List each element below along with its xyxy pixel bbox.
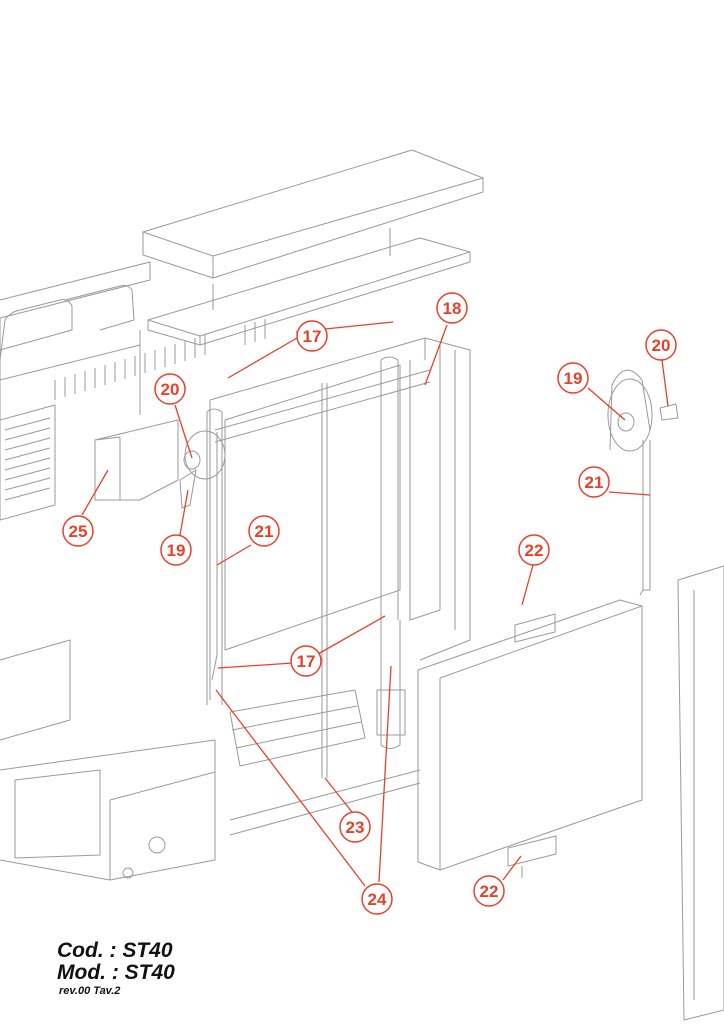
callout-c20a: 20 — [154, 373, 186, 405]
callout-circle — [518, 534, 550, 566]
pulley-right-hub — [617, 412, 635, 432]
leader-24-r — [378, 665, 392, 883]
callout-circle — [160, 534, 192, 566]
callout-c22b: 22 — [473, 875, 505, 907]
pulley-left-hub — [183, 450, 201, 470]
callout-circle — [248, 515, 280, 547]
callout-circle — [436, 292, 468, 324]
callout-circle — [339, 811, 371, 843]
cover-plate — [147, 237, 471, 346]
hinge-upper — [514, 613, 556, 643]
callout-circle — [473, 875, 505, 907]
leader-21a — [216, 544, 252, 566]
left-side-panel — [0, 404, 56, 521]
leader-22a — [521, 564, 534, 606]
callout-number: 21 — [255, 522, 274, 541]
leader-23 — [324, 777, 353, 813]
callout-circle — [361, 883, 393, 915]
callout-c17a: 17 — [296, 320, 328, 352]
inner-plate — [224, 364, 401, 651]
pin-right — [659, 403, 679, 421]
callout-circle — [62, 515, 94, 547]
callout-c21b: 21 — [578, 466, 610, 498]
shaft-right — [380, 356, 399, 620]
lower-grille — [229, 689, 366, 767]
callout-circle — [557, 362, 589, 394]
callout-labels: 17 18 20 25 19 21 20 19 21 22 17 23 24 22 — [62, 292, 677, 915]
leader-19a — [179, 489, 189, 536]
revision-label: rev.00 Tav.2 — [59, 985, 121, 997]
drawing-code-block: Cod. : ST40 Mod. : ST40 rev.00 Tav.2 — [57, 940, 175, 998]
shaft-left — [206, 408, 223, 705]
callout-number: 20 — [652, 336, 671, 355]
left-side-vents — [4, 417, 51, 501]
door-panel — [417, 599, 643, 871]
callout-circle — [645, 329, 677, 361]
strap-left — [179, 432, 218, 681]
callout-c25: 25 — [62, 515, 94, 547]
callout-number: 22 — [525, 541, 544, 560]
callout-number: 22 — [480, 882, 499, 901]
callout-c18: 18 — [436, 292, 468, 324]
callout-c19b: 19 — [557, 362, 589, 394]
callout-number: 23 — [346, 818, 365, 837]
mod-label: Mod. : ST40 — [57, 961, 175, 984]
pulley-right — [607, 378, 653, 452]
tank-inset — [0, 285, 135, 361]
vent-grille — [54, 319, 266, 400]
shaft-collar — [376, 689, 406, 736]
cod-label: Cod. : ST40 — [57, 939, 173, 962]
callout-number: 18 — [443, 299, 462, 318]
leader-17b-r — [317, 615, 386, 655]
base-rail — [229, 769, 421, 836]
leader-20a — [174, 404, 193, 459]
callout-number: 19 — [564, 369, 583, 388]
strap-right — [639, 440, 651, 596]
leader-19b — [587, 387, 626, 421]
bracket-25 — [94, 419, 179, 501]
hinge-lower — [507, 835, 557, 878]
callout-c22a: 22 — [518, 534, 550, 566]
top-cover — [142, 149, 484, 279]
callout-circle — [296, 320, 328, 352]
callout-number: 21 — [585, 473, 604, 492]
leader-22b — [502, 855, 522, 881]
chassis-knob — [148, 836, 166, 854]
rod-23 — [321, 383, 328, 778]
shaft-right-lower — [380, 620, 401, 749]
leader-17a — [227, 337, 298, 379]
rear-housing — [0, 261, 151, 480]
callout-circle — [154, 373, 186, 405]
leader-21b — [608, 491, 651, 496]
callout-circle — [578, 466, 610, 498]
leader-20b — [661, 359, 669, 407]
leader-17b-l — [217, 662, 294, 669]
callout-c19a: 19 — [160, 534, 192, 566]
machine-line-drawing — [0, 149, 724, 1021]
callout-c21a: 21 — [248, 515, 280, 547]
callout-number: 19 — [167, 541, 186, 560]
lower-chassis — [0, 639, 216, 881]
callout-c17b: 17 — [290, 645, 322, 677]
callout-number: 20 — [161, 380, 180, 399]
chassis-front — [109, 771, 216, 880]
frame-upright-right — [409, 360, 441, 621]
strap-loop — [609, 369, 651, 451]
callout-circle — [290, 645, 322, 677]
side-door-right — [677, 565, 724, 1021]
leader-25 — [81, 469, 109, 516]
callout-number: 24 — [368, 890, 387, 909]
main-frame — [209, 337, 471, 700]
callout-c20b: 20 — [645, 329, 677, 361]
callout-c24: 24 — [361, 883, 393, 915]
callout-c23: 23 — [339, 811, 371, 843]
callout-number: 25 — [69, 522, 88, 541]
leader-18 — [424, 324, 448, 386]
callout-number: 17 — [303, 327, 322, 346]
chassis-foot — [122, 867, 134, 879]
callout-number: 17 — [297, 652, 316, 671]
leader-24-l — [215, 689, 366, 887]
callout-leader-lines — [81, 321, 669, 887]
